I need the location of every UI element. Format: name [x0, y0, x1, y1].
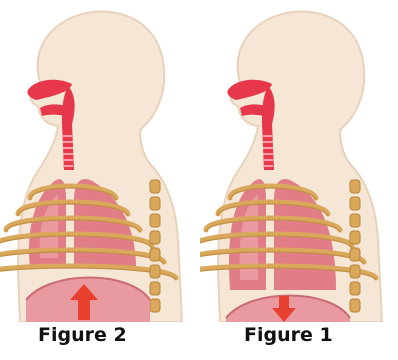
vertebra [350, 299, 360, 312]
vertebra [150, 180, 160, 193]
vertebra [350, 231, 360, 244]
vertebra [150, 282, 160, 295]
figure-2-illustration [0, 0, 198, 322]
vertebra [150, 231, 160, 244]
vertebra [150, 214, 160, 227]
figure-1-illustration [200, 0, 398, 322]
vertebra [350, 197, 360, 210]
figure-2-caption: Figure 2 [38, 324, 127, 346]
vertebra [350, 265, 360, 278]
vertebra [350, 214, 360, 227]
vertebra [350, 248, 360, 261]
vertebra [350, 282, 360, 295]
vertebra [350, 180, 360, 193]
vertebra [150, 248, 160, 261]
vertebra [150, 299, 160, 312]
vertebra [150, 265, 160, 278]
figure-1-caption: Figure 1 [244, 324, 333, 346]
vertebra [150, 197, 160, 210]
